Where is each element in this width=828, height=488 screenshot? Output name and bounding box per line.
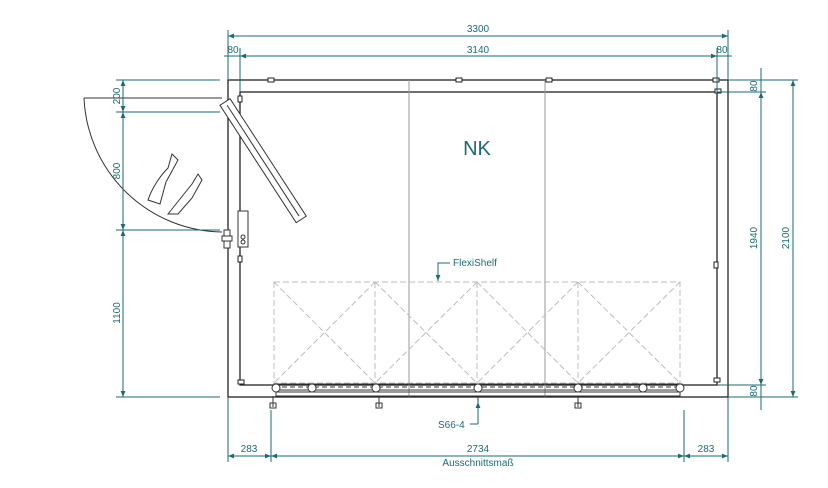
dim-right-total: 2100	[781, 226, 792, 249]
panel-joints	[408, 80, 546, 397]
dim-left-top: 200	[112, 87, 123, 104]
shelf-label: FlexiShelf	[453, 258, 497, 269]
sliding-door-rail	[269, 383, 685, 410]
hinged-door	[83, 97, 307, 249]
dim-left-mid: 800	[112, 162, 123, 179]
dim-left-bottom: 1100	[112, 302, 123, 324]
dim-bottom-left: 283	[241, 444, 258, 455]
shelf-pointer	[435, 262, 450, 281]
door-pointer	[470, 402, 481, 425]
cutout-label: Ausschnittsmaß	[442, 458, 513, 469]
dim-top-total: 3300	[467, 24, 490, 35]
door-label: S66-4	[438, 420, 465, 431]
dim-right-bottom: 80	[749, 385, 760, 397]
dim-top-mid: 3140	[467, 45, 490, 56]
dim-bottom-right: 283	[698, 444, 715, 455]
flexishelf	[273, 281, 681, 384]
room-outline	[227, 79, 729, 398]
dim-right-top: 80	[749, 80, 760, 92]
right-dimensions	[717, 68, 798, 410]
bottom-dimensions	[227, 397, 729, 462]
wall-notches	[237, 77, 722, 385]
dim-top-left: 80	[227, 45, 239, 56]
top-dimensions	[224, 30, 732, 92]
dim-right-mid: 1940	[749, 226, 760, 249]
dim-top-right: 80	[716, 45, 728, 56]
left-dimensions	[116, 79, 220, 398]
dim-bottom-mid: 2734	[467, 444, 490, 455]
room-label: NK	[463, 138, 491, 160]
